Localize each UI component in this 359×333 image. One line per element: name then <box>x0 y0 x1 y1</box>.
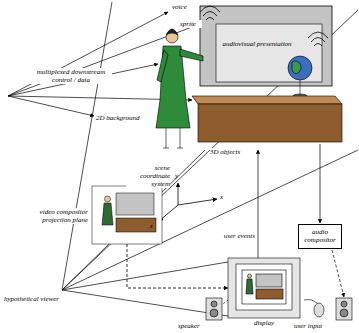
display-box: display <box>228 258 300 318</box>
display-monitor-part <box>256 289 283 299</box>
annotation-label: user events <box>212 232 255 240</box>
speakers-part <box>206 298 222 320</box>
annotation-label: multiplexed downstream control / data <box>30 68 112 84</box>
annotation-label: user input <box>294 322 334 330</box>
display-monitor-part <box>242 270 286 304</box>
radio-waves-part <box>206 18 214 21</box>
desk-part <box>198 104 342 142</box>
annotation-label: z <box>150 222 158 230</box>
dashed-connector <box>127 244 228 288</box>
node-label: audio compositor <box>301 228 339 244</box>
mouse <box>304 300 324 318</box>
annotation-label: scene coordinate system <box>126 164 170 188</box>
speakers-part <box>211 301 217 307</box>
annotation-label: x <box>220 193 228 201</box>
signal-lines-part <box>258 150 259 258</box>
projection-plane: video compositor projection plane <box>92 186 162 244</box>
node-label: display <box>228 319 300 327</box>
presenter-figure-part <box>163 148 183 149</box>
downstream-lines-part <box>8 96 94 116</box>
viewer-lines-part <box>62 262 228 290</box>
annotation-label: 3D objects <box>210 148 250 156</box>
node-label: video compositor projection plane <box>26 208 88 224</box>
signal-lines-part <box>223 300 228 304</box>
presenter-figure-part <box>180 128 181 148</box>
display-monitor-part <box>236 264 292 310</box>
annotation-label: y <box>175 172 183 180</box>
desk <box>192 96 342 142</box>
projection-picture-part <box>102 203 113 225</box>
speakers-part <box>336 298 352 320</box>
radio-waves-part <box>308 32 328 38</box>
presentation-board <box>200 6 332 86</box>
projection-picture-part <box>92 186 162 244</box>
presenter-figure <box>156 29 203 148</box>
presenter-figure-part <box>180 49 203 61</box>
viewer-lines <box>62 2 358 316</box>
presenter-figure-part <box>166 29 178 35</box>
speakers-part <box>340 309 348 317</box>
downstream-lines-part <box>8 64 158 96</box>
display-monitor-part <box>228 258 300 318</box>
coordinate-axes-part <box>178 183 179 205</box>
radio-waves-part <box>311 38 325 43</box>
mouse-part <box>314 303 324 317</box>
viewer-lines-part <box>62 290 228 316</box>
globe <box>288 56 312 98</box>
display-monitor-part <box>256 274 282 287</box>
annotation-label: hypothetical viewer <box>4 295 68 303</box>
presentation-board-part <box>216 24 322 82</box>
annotation-label: voice <box>172 3 194 11</box>
presentation-board-part <box>200 6 332 86</box>
annotation-label: 2D background <box>96 114 150 122</box>
projection-picture-part <box>105 196 111 202</box>
speakers-part <box>210 309 218 317</box>
downstream-lines-part <box>8 12 168 96</box>
globe-part <box>292 61 301 74</box>
radio-waves-part <box>314 44 322 47</box>
display-monitor <box>228 258 300 318</box>
annotation-label: audiovisual presentation <box>222 40 292 48</box>
display-monitor-part <box>246 279 253 294</box>
signal-lines <box>223 144 344 304</box>
projection-picture-part <box>116 193 154 215</box>
coordinate-axes-part <box>178 199 217 205</box>
radio-waves-part <box>203 12 217 17</box>
compositor-box: audio compositor <box>298 224 342 249</box>
viewer-lines-part <box>62 150 358 290</box>
radio-waves-part <box>200 6 220 12</box>
display-monitor-part <box>248 274 252 278</box>
signal-lines-part <box>320 144 321 223</box>
coordinate-axes <box>159 183 217 221</box>
signal-lines-part <box>332 250 344 297</box>
speakers <box>206 298 352 320</box>
speakers-part <box>341 301 347 307</box>
presenter-figure-part <box>157 50 168 82</box>
annotation-label: sprite <box>180 20 202 28</box>
projection-picture <box>92 186 162 244</box>
globe-part <box>288 56 312 80</box>
mouse-part <box>304 300 318 305</box>
globe-part <box>300 80 301 96</box>
desk-part <box>192 96 342 104</box>
annotation-label: speaker <box>178 322 208 330</box>
presenter-figure-part <box>156 46 190 128</box>
presenter-figure-part <box>166 128 167 148</box>
